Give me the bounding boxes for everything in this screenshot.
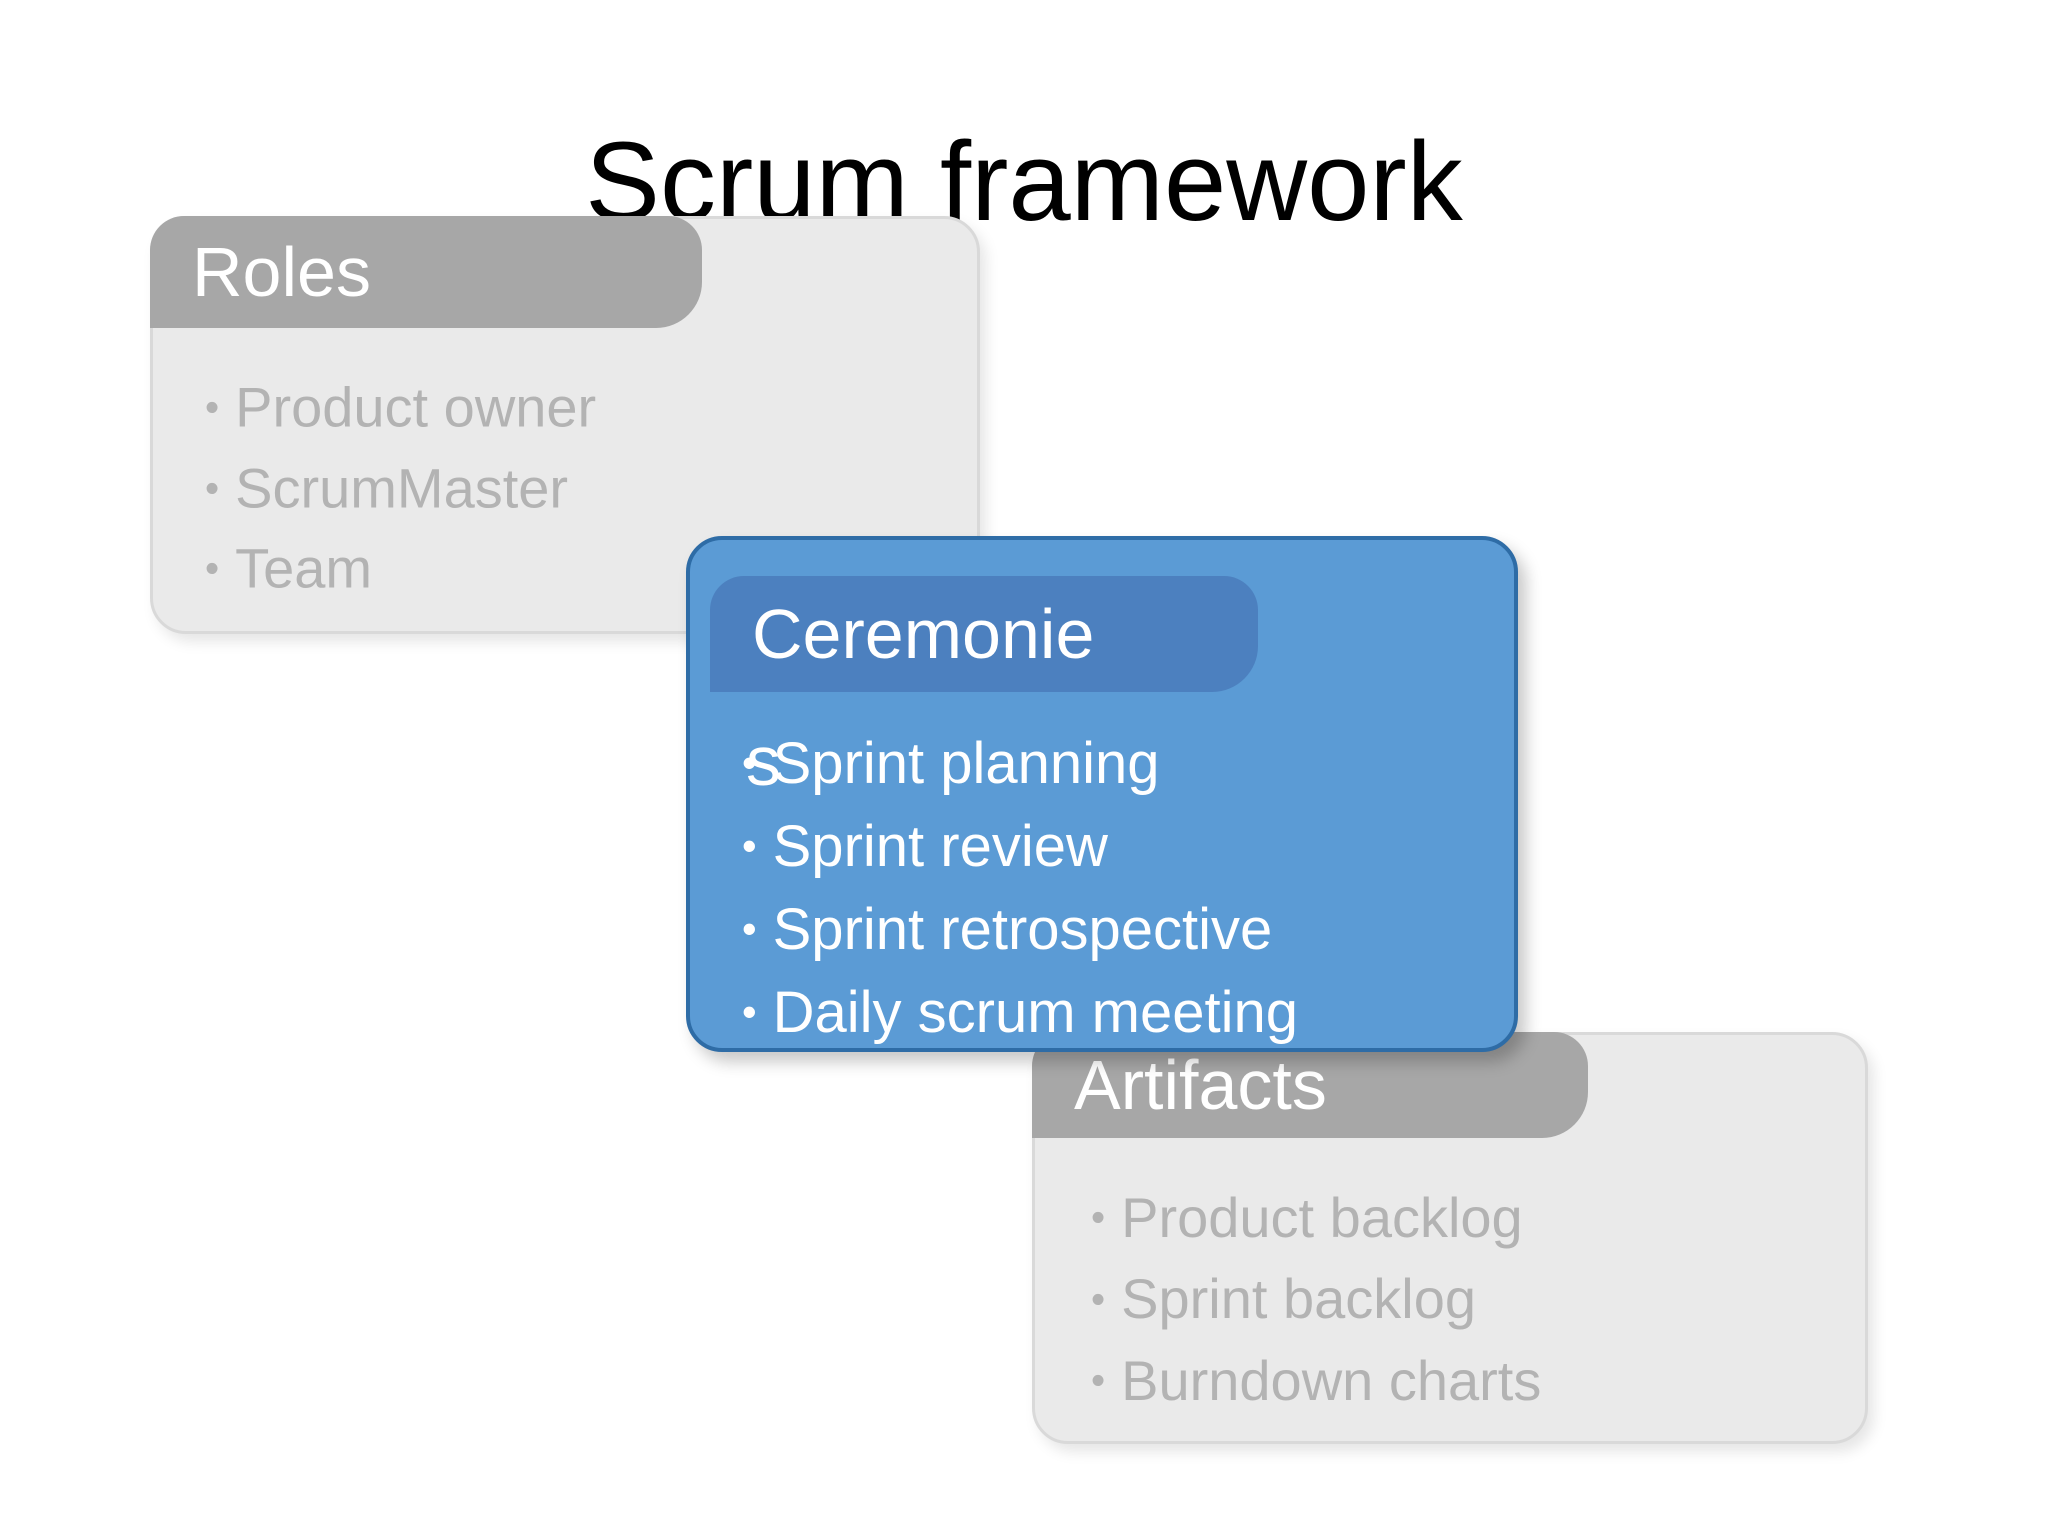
bullet-icon: •: [205, 464, 220, 511]
bullet-icon: •: [1091, 1357, 1106, 1404]
list-item: • ScrumMaster: [205, 448, 596, 529]
bullet-icon: •: [1091, 1194, 1106, 1241]
artifacts-card: Artifacts •Product backlog •Sprint backl…: [1032, 1032, 1868, 1444]
list-item-text: Product owner: [235, 375, 597, 439]
bullet-icon: •: [742, 987, 757, 1035]
bullet-icon: •: [205, 384, 220, 430]
list-item-text: Product backlog: [1121, 1186, 1523, 1249]
list-item-text: Team: [235, 536, 373, 600]
bullet-icon: •: [742, 739, 757, 786]
artifacts-list: • Product backlog • Sprint backlog • Burndo…: [1091, 1177, 1541, 1421]
ceremonies-card-header-overflow: s: [746, 722, 781, 800]
list-item-text: Daily scrum meeting: [772, 979, 1298, 1045]
roles-card: Roles • Product owner • ScrumMaster • Team: [150, 216, 980, 634]
list-item-text: Sprint retrospective: [772, 896, 1273, 962]
ceremonies-card-header: Ceremonie: [710, 576, 1258, 692]
bullet-icon: •: [205, 545, 220, 592]
list-item-text: Sprint review: [772, 813, 1108, 879]
list-item: • Sprint planning: [742, 722, 1298, 805]
list-item: • Daily scrum meeting: [742, 971, 1298, 1054]
bullet-icon: •: [742, 904, 757, 952]
list-item: • Burndown charts: [1091, 1340, 1541, 1421]
list-item: • Product owner: [205, 367, 596, 448]
list-item-text: Sprint backlog: [1121, 1267, 1476, 1331]
list-item: • Sprint review: [742, 805, 1298, 888]
list-item-text: Burndown charts: [1121, 1348, 1542, 1412]
list-item: • Product backlog: [1091, 1177, 1541, 1258]
roles-list: • Product owner • ScrumMaster • Team: [205, 367, 596, 609]
ceremonies-list: • Sprint planning • Sprint review • Sprint …: [742, 722, 1298, 1053]
bullet-icon: •: [1091, 1275, 1106, 1322]
list-item-text: ScrumMaster: [235, 456, 569, 520]
list-item-text: Sprint planning: [772, 730, 1160, 796]
list-item: • Sprint backlog: [1091, 1258, 1541, 1339]
roles-card-header: Roles: [150, 216, 702, 328]
list-item: • Team: [205, 528, 596, 609]
ceremonies-card: Ceremonie s • Sprint planning • Sprint rev…: [686, 536, 1518, 1052]
bullet-icon: •: [742, 821, 757, 869]
list-item: • Sprint retrospective: [742, 888, 1298, 971]
